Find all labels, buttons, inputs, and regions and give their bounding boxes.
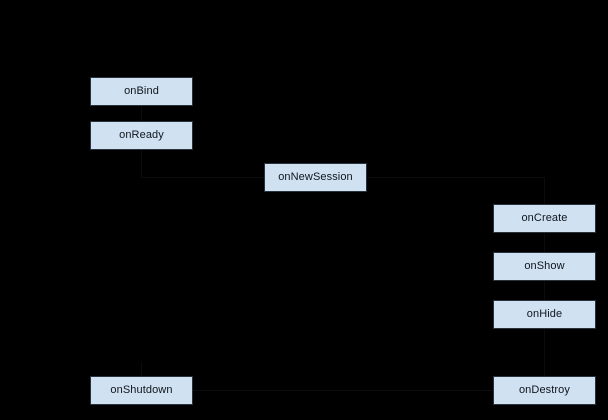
node-onbind[interactable]: onBind — [90, 77, 193, 106]
node-label: onDestroy — [518, 384, 571, 396]
node-label: onShow — [524, 260, 565, 272]
node-ondestroy[interactable]: onDestroy — [493, 376, 596, 405]
node-label: onBind — [124, 85, 159, 97]
node-label: onReady — [119, 129, 164, 141]
node-label: onHide — [526, 308, 563, 320]
diagram-edge — [367, 177, 545, 204]
node-oncreate[interactable]: onCreate — [493, 204, 596, 233]
node-onhide[interactable]: onHide — [493, 300, 596, 329]
node-onnewsession[interactable]: onNewSession — [264, 163, 367, 192]
diagram-edge — [141, 150, 264, 178]
node-onshow[interactable]: onShow — [493, 252, 596, 281]
node-label: onCreate — [521, 212, 568, 224]
node-label: onShutdown — [110, 384, 173, 396]
node-onready[interactable]: onReady — [90, 121, 193, 150]
node-onshutdown[interactable]: onShutdown — [90, 376, 193, 405]
node-label: onNewSession — [278, 171, 353, 183]
